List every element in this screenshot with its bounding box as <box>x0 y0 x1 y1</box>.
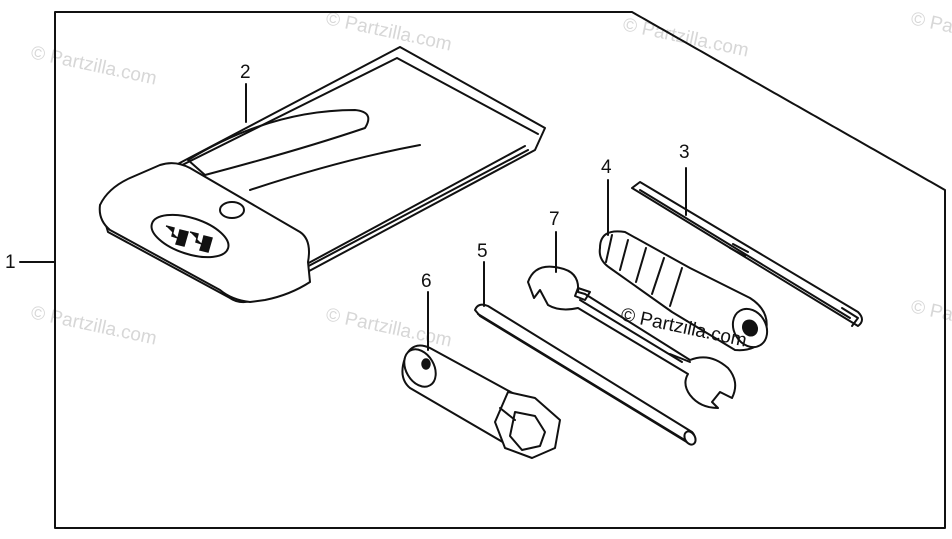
tool-bag-icon: 2 <box>98 46 546 304</box>
callout-4: 4 <box>601 157 612 178</box>
callout-1: 1 <box>5 252 16 273</box>
snap-button-icon <box>219 201 245 219</box>
handle-bar-icon: 5 <box>474 241 697 446</box>
watermark-top-center: © Partzilla.com <box>324 8 454 55</box>
callout-7: 7 <box>549 209 560 230</box>
callout-5: 5 <box>477 241 488 262</box>
honda-logo-icon <box>165 225 213 253</box>
watermark-top-left: © Partzilla.com <box>29 42 159 89</box>
callout-3: 3 <box>679 142 690 163</box>
watermark-top-right: © Partzilla.com <box>621 14 751 61</box>
watermark-far-right: © Partzilla.com <box>909 8 952 55</box>
open-end-wrench-icon: 7 <box>527 209 737 409</box>
watermark-mid-left: © Partzilla.com <box>29 302 159 349</box>
callout-6: 6 <box>421 271 432 292</box>
screwdriver-icon: 3 <box>631 142 863 327</box>
socket-wrench-icon: 6 <box>401 271 561 459</box>
callout-2: 2 <box>240 62 251 83</box>
kit-frame <box>54 11 946 529</box>
screwdriver-handle-icon: 4 <box>598 157 769 352</box>
watermark-mid-center: © Partzilla.com <box>324 304 454 351</box>
